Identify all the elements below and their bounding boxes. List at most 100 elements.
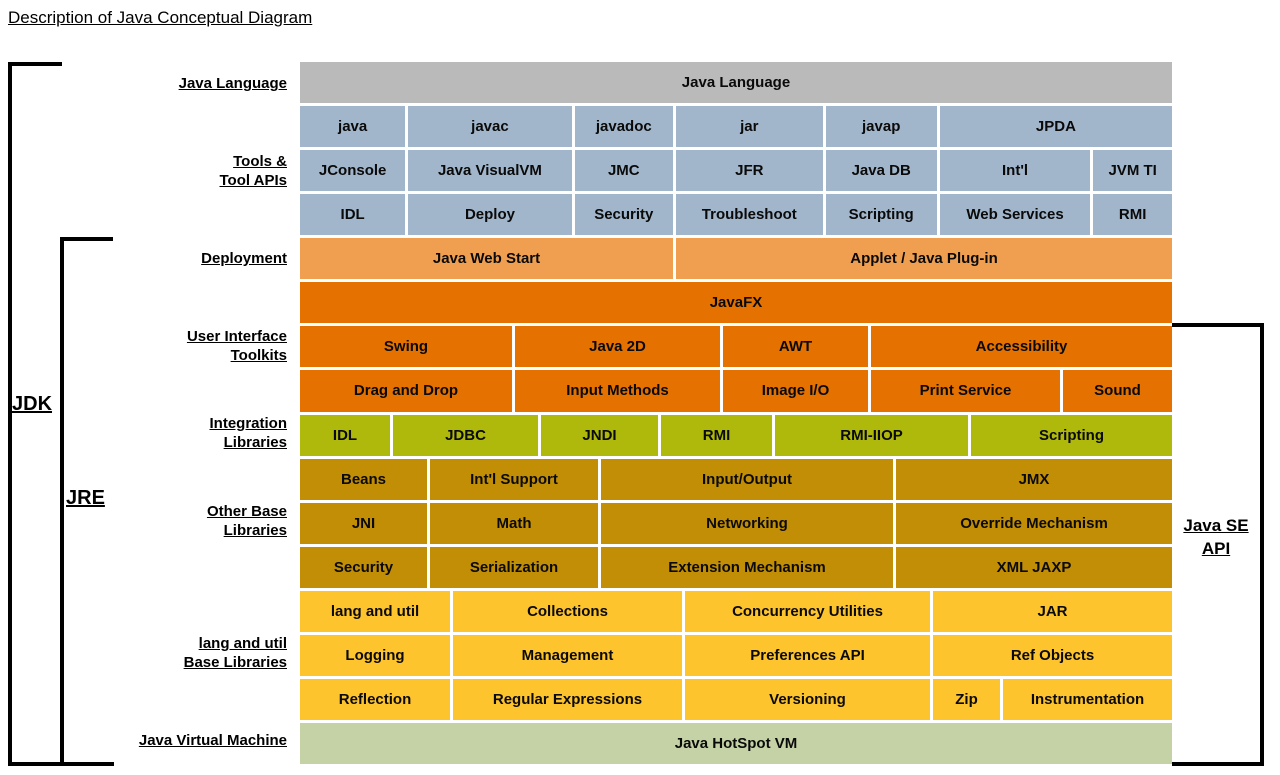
cell-zip[interactable]: Zip (933, 678, 1000, 720)
cell-deploy[interactable]: Deploy (408, 194, 572, 236)
cell-jfr[interactable]: JFR (676, 150, 823, 192)
jdk-label[interactable]: JDK (12, 393, 53, 415)
cell-applet-java-plug-in[interactable]: Applet / Java Plug-in (676, 238, 1172, 280)
cell-jvm-ti[interactable]: JVM TI (1093, 150, 1172, 192)
cell-sound[interactable]: Sound (1063, 370, 1172, 412)
cell-java-web-start[interactable]: Java Web Start (300, 238, 673, 280)
cell-troubleshoot[interactable]: Troubleshoot (676, 194, 823, 236)
cell-math[interactable]: Math (430, 502, 598, 544)
cell-collections[interactable]: Collections (453, 590, 682, 632)
cell-idl[interactable]: IDL (300, 414, 390, 456)
java-se-api-label[interactable]: Java SE API (1183, 516, 1249, 558)
cell-awt[interactable]: AWT (723, 326, 868, 368)
cell-serialization[interactable]: Serialization (430, 546, 598, 588)
side-label-java-virtual-machine[interactable]: Java Virtual Machine (138, 732, 287, 749)
cell-preferences-api[interactable]: Preferences API (685, 634, 930, 676)
cell-java-language[interactable]: Java Language (300, 62, 1172, 104)
cell-swing[interactable]: Swing (300, 326, 512, 368)
cell-reflection[interactable]: Reflection (300, 678, 450, 720)
grid-row: Java HotSpot VM (300, 722, 1172, 764)
cell-jpda[interactable]: JPDA (939, 106, 1172, 148)
side-label-java-language[interactable]: Java Language (178, 75, 287, 92)
grid-row: Java Language (300, 62, 1172, 104)
cell-scripting[interactable]: Scripting (825, 194, 937, 236)
cell-networking[interactable]: Networking (601, 502, 893, 544)
side-label-other-base-libraries[interactable]: Other Base Libraries (206, 503, 287, 539)
cell-logging[interactable]: Logging (300, 634, 450, 676)
page-title-link[interactable]: Description of Java Conceptual Diagram (8, 8, 313, 27)
cell-xml-jaxp[interactable]: XML JAXP (896, 546, 1172, 588)
cell-jdbc[interactable]: JDBC (393, 414, 538, 456)
cell-extension-mechanism[interactable]: Extension Mechanism (601, 546, 893, 588)
cell-rmi[interactable]: RMI (1093, 194, 1172, 236)
side-label-tools-tool-apis[interactable]: Tools & Tool APIs (219, 153, 288, 189)
cell-input-methods[interactable]: Input Methods (515, 370, 720, 412)
cell-image-i-o[interactable]: Image I/O (723, 370, 868, 412)
cell-jmc[interactable]: JMC (574, 150, 673, 192)
cell-java-db[interactable]: Java DB (825, 150, 937, 192)
side-label-deployment[interactable]: Deployment (201, 250, 287, 267)
cell-java-2d[interactable]: Java 2D (515, 326, 720, 368)
cell-security[interactable]: Security (300, 546, 427, 588)
cell-management[interactable]: Management (453, 634, 682, 676)
jre-bracket-top-arm (60, 237, 113, 241)
cell-concurrency-utilities[interactable]: Concurrency Utilities (685, 590, 930, 632)
cell-lang-and-util[interactable]: lang and util (300, 590, 450, 632)
cell-input-output[interactable]: Input/Output (601, 458, 893, 500)
cell-idl[interactable]: IDL (300, 194, 406, 236)
cell-accessibility[interactable]: Accessibility (871, 326, 1172, 368)
java-se-api-bracket-bottom-arm (1172, 762, 1264, 766)
cell-int-l-support[interactable]: Int'l Support (430, 458, 598, 500)
cell-jni[interactable]: JNI (300, 502, 427, 544)
cell-scripting[interactable]: Scripting (971, 414, 1172, 456)
cell-web-services[interactable]: Web Services (939, 194, 1091, 236)
cell-javadoc[interactable]: javadoc (574, 106, 673, 148)
cell-ref-objects[interactable]: Ref Objects (933, 634, 1172, 676)
cell-drag-and-drop[interactable]: Drag and Drop (300, 370, 512, 412)
side-label-lang-util-base-libraries[interactable]: lang and util Base Libraries (183, 635, 287, 671)
cell-print-service[interactable]: Print Service (871, 370, 1060, 412)
cell-beans[interactable]: Beans (300, 458, 427, 500)
cell-regular-expressions[interactable]: Regular Expressions (453, 678, 682, 720)
cell-override-mechanism[interactable]: Override Mechanism (896, 502, 1172, 544)
jre-label[interactable]: JRE (66, 487, 105, 509)
cell-javap[interactable]: javap (825, 106, 937, 148)
cell-int-l[interactable]: Int'l (939, 150, 1091, 192)
cell-rmi[interactable]: RMI (661, 414, 772, 456)
jdk-bracket-vertical (8, 62, 12, 766)
cell-rmi-iiop[interactable]: RMI-IIOP (775, 414, 968, 456)
side-label-integration-libraries[interactable]: Integration Libraries (209, 415, 288, 451)
java-se-api-bracket-top-arm (1172, 323, 1264, 327)
grid-row: JavaFX (300, 282, 1172, 324)
cell-java-hotspot-vm[interactable]: Java HotSpot VM (300, 722, 1172, 764)
cell-java[interactable]: java (300, 106, 406, 148)
java-se-api-bracket-vertical (1260, 323, 1264, 766)
cell-javac[interactable]: javac (408, 106, 572, 148)
cell-javafx[interactable]: JavaFX (300, 282, 1172, 324)
cell-security[interactable]: Security (574, 194, 673, 236)
cell-jmx[interactable]: JMX (896, 458, 1172, 500)
jdk-bracket-top-arm (8, 62, 62, 66)
side-label-user-interface-toolkits[interactable]: User Interface Toolkits (186, 328, 287, 364)
cell-jndi[interactable]: JNDI (541, 414, 658, 456)
cell-versioning[interactable]: Versioning (685, 678, 930, 720)
cell-jar[interactable]: jar (676, 106, 823, 148)
cell-java-visualvm[interactable]: Java VisualVM (408, 150, 572, 192)
cell-jconsole[interactable]: JConsole (300, 150, 406, 192)
cell-instrumentation[interactable]: Instrumentation (1003, 678, 1172, 720)
cell-jar[interactable]: JAR (933, 590, 1172, 632)
